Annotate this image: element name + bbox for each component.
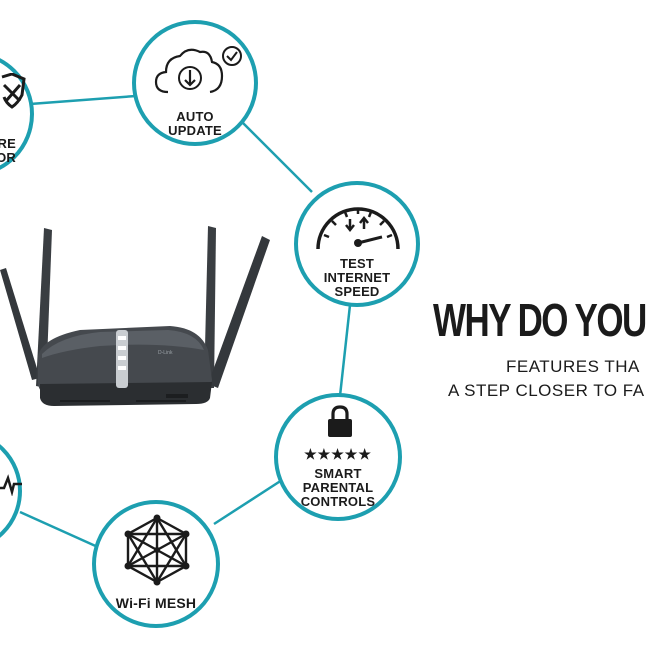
- router-image: D-Link: [0, 226, 270, 406]
- wave-icon: [0, 474, 22, 496]
- parental-rating-stars: ★★★★★: [304, 446, 372, 462]
- feature-wifi-mesh-label: Wi-Fi MESH: [96, 596, 216, 610]
- subline-1: FEATURES THA: [506, 357, 640, 376]
- padlock-icon: [328, 405, 352, 437]
- feature-wifi-mesh-label-line-1: Wi-Fi MESH: [115, 595, 197, 611]
- cloud-download-check-icon: [154, 46, 242, 94]
- feature-speed-test-label-line-1: TEST: [339, 256, 375, 271]
- router-brand-text: D-Link: [158, 350, 173, 356]
- feature-parental-label: SMART PARENTAL CONTROLS: [278, 467, 398, 509]
- subline-2: A STEP CLOSER TO FA: [448, 381, 645, 400]
- feature-auto-update-label-line-2: UPDATE: [168, 123, 222, 138]
- feature-parental-label-line-3: CONTROLS: [300, 494, 376, 509]
- feature-secure-label-line-1: RE: [0, 136, 16, 151]
- feature-parental-label-line-2: PARENTAL: [302, 480, 374, 495]
- feature-secure-label-line-2: OR: [0, 150, 16, 165]
- feature-speed-test: TEST INTERNET SPEED: [294, 181, 420, 307]
- feature-parental-controls: ★★★★★ SMART PARENTAL CONTROLS: [274, 393, 402, 521]
- headline: WHY DO YOU: [433, 294, 646, 346]
- speedometer-icon: [316, 207, 400, 250]
- feature-parental-label-line-1: SMART: [314, 466, 362, 481]
- feature-wifi-mesh: Wi-Fi MESH: [92, 500, 220, 628]
- shield-icon: [1, 73, 26, 109]
- feature-speed-test-label: TEST INTERNET SPEED: [298, 257, 416, 299]
- feature-secure-label: RE OR: [0, 137, 16, 165]
- mesh-network-icon: [124, 514, 190, 586]
- feature-auto-update-label-line-1: AUTO: [176, 109, 214, 124]
- feature-auto-update-label: AUTO UPDATE: [136, 110, 254, 138]
- feature-auto-update: AUTO UPDATE: [132, 20, 258, 146]
- feature-speed-test-label-line-3: SPEED: [334, 284, 380, 299]
- feature-speed-test-label-line-2: INTERNET: [323, 270, 391, 285]
